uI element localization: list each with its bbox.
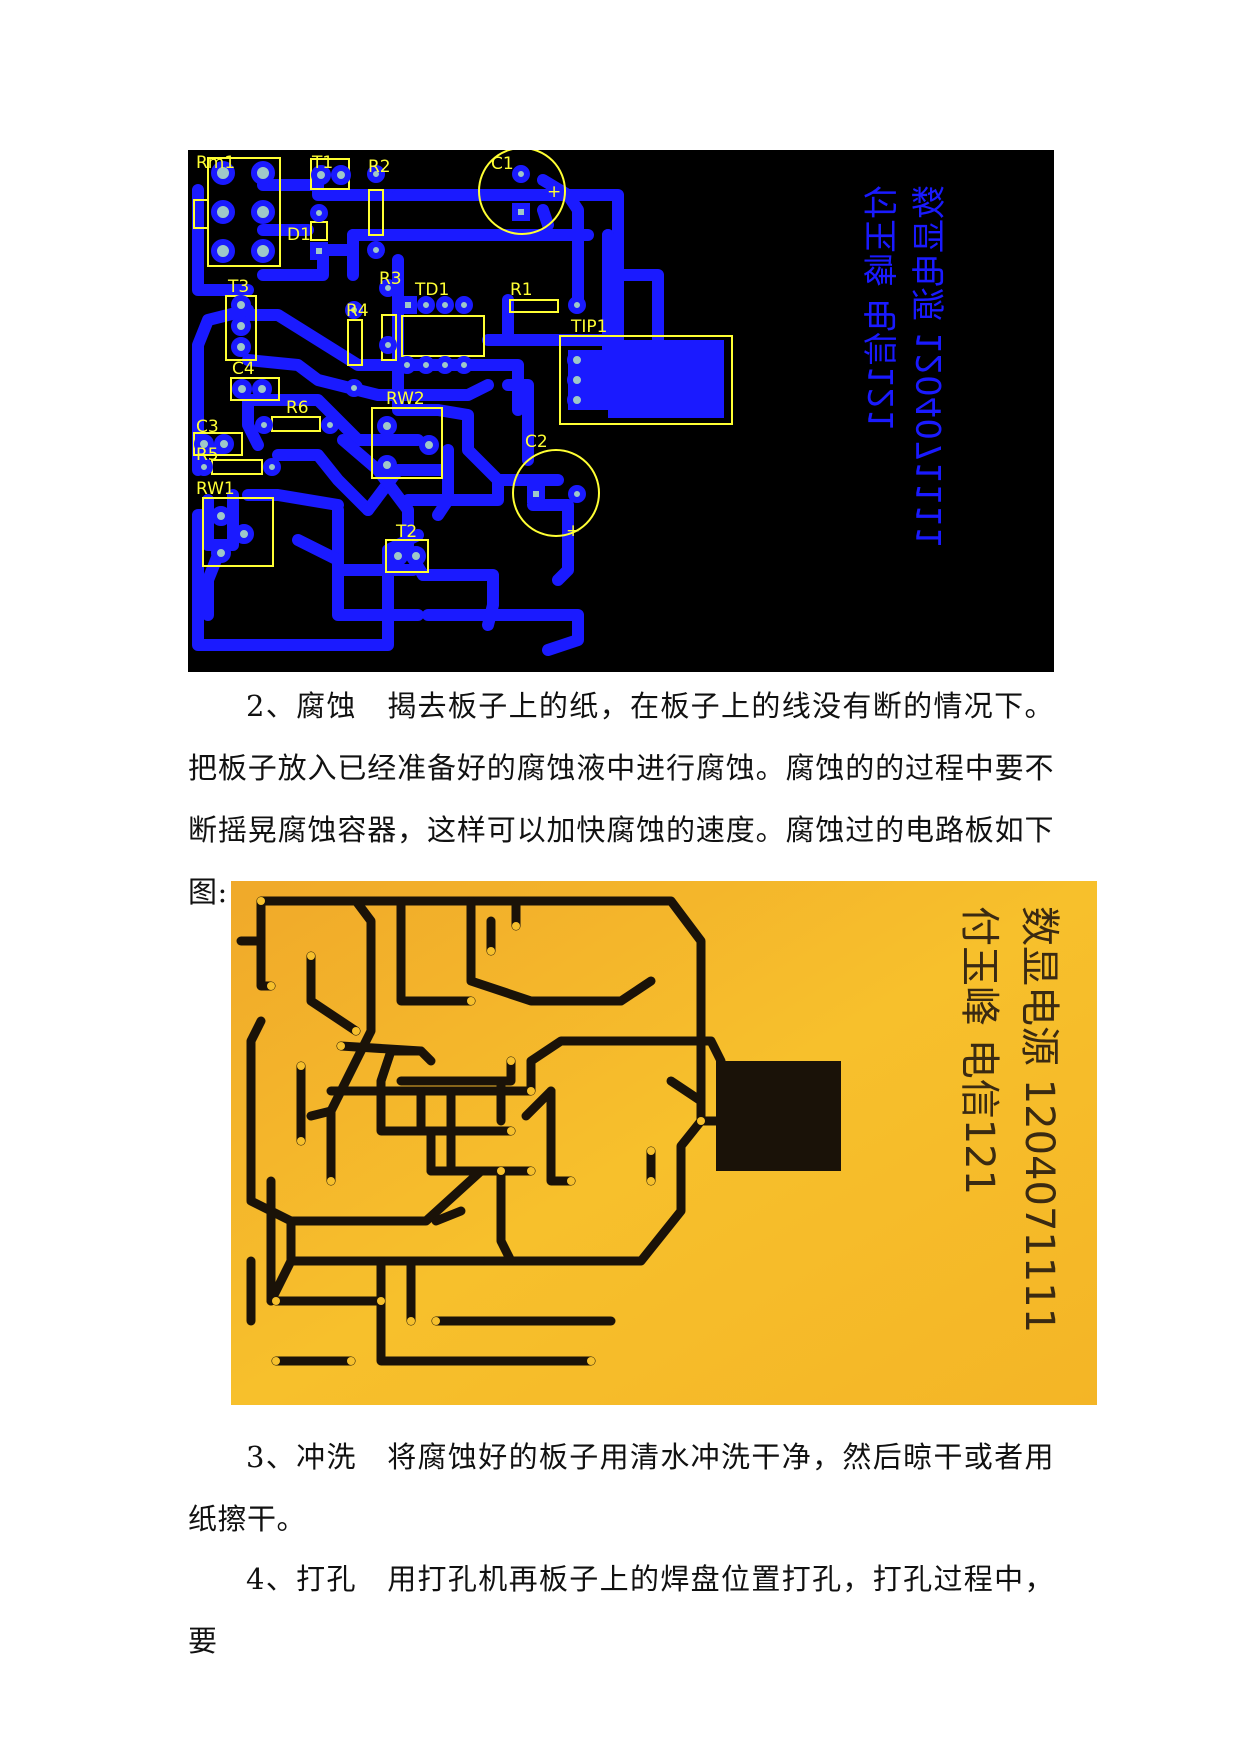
label-td1: TD1 [414, 280, 449, 300]
label-t1: T1 [311, 153, 333, 173]
label-rw2: RW2 [386, 389, 425, 409]
label-rw1: RW1 [196, 479, 235, 499]
label-r5: R5 [196, 445, 219, 465]
label-r1: R1 [510, 280, 533, 300]
c2-plus-mark: + [566, 521, 580, 541]
c1-plus-mark: + [547, 182, 561, 202]
label-t2: T2 [395, 522, 417, 542]
label-d1: D1 [287, 225, 311, 245]
board-text-line-1: 付玉峰 电信121 [956, 906, 1002, 1195]
label-rm1: Rm1 [196, 153, 235, 173]
label-c3: C3 [196, 417, 219, 437]
label-r4: R4 [346, 301, 369, 321]
paragraph-drilling: 4、打孔 用打孔机再板子上的焊盘位置打孔，打孔过程中，要 [188, 1562, 1054, 1658]
paragraph-rinsing: 3、冲洗 将腐蚀好的板子用清水冲洗干净，然后晾干或者用纸擦干。 [188, 1440, 1054, 1536]
heatsink-copper-pad [608, 340, 724, 418]
etched-board-figure: 付玉峰 电信121 数显电源 1204071111 [231, 881, 1097, 1405]
label-c4: C4 [232, 359, 255, 379]
label-t3: T3 [227, 277, 249, 297]
label-tip1: TIP1 [570, 317, 607, 337]
label-r3: R3 [379, 269, 402, 289]
paragraph-etching: 2、腐蚀 揭去板子上的纸，在板子上的线没有断的情况下。把板子放入已经准备好的腐蚀… [188, 689, 1054, 909]
etched-traces [236, 896, 726, 1366]
pcb-layout-figure: + + [188, 150, 1054, 672]
etched-board-drawing: 付玉峰 电信121 数显电源 1204071111 [231, 881, 1097, 1405]
mirrored-text-line-2: 数显电源 1204071111 [910, 185, 950, 548]
etched-heatsink-pad [716, 1061, 841, 1171]
etched-pads [257, 897, 705, 1365]
board-printed-text: 付玉峰 电信121 数显电源 1204071111 [956, 906, 1062, 1333]
label-c1: C1 [491, 154, 514, 174]
mirrored-text-line-1: 付玉峰 电信121 [862, 185, 902, 431]
board-text-line-2: 数显电源 1204071111 [1016, 906, 1062, 1333]
label-c2: C2 [525, 432, 548, 452]
component-pads [194, 161, 587, 566]
label-r6: R6 [286, 398, 309, 418]
mirrored-copper-text: 付玉峰 电信121 数显电源 1204071111 [862, 185, 950, 548]
pcb-layout-drawing: + + [192, 150, 950, 656]
label-r2: R2 [368, 157, 391, 177]
